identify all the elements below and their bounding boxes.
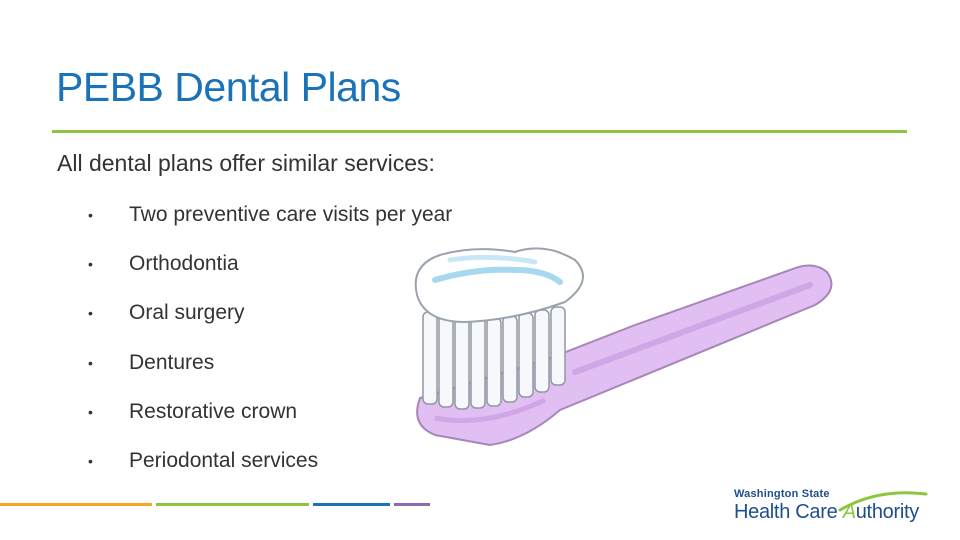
list-item: • Periodontal services [88,446,452,495]
bullet-icon: • [88,354,93,371]
list-item-text: Periodontal services [129,448,319,472]
toothbrush-image [414,247,833,447]
bullet-icon: • [88,305,93,322]
list-item-text: Two preventive care visits per year [129,203,453,226]
footer-bar-purple [394,503,430,506]
list-item-text: Dentures [129,350,215,374]
logo-text-prefix: Health Care [734,501,843,523]
title-underline [52,130,907,133]
logo-text-suffix: uthority [855,501,919,523]
bullet-icon: • [88,207,93,223]
footer-bar-blue [313,503,390,506]
bullet-icon: • [88,452,93,469]
list-item-text: Orthodontia [129,252,239,276]
list-item: • Orthodontia [88,249,452,298]
logo-line-health-care-authority: Health Care Authority [734,501,919,524]
list-item-text: Oral surgery [129,301,245,325]
list-item: • Oral surgery [88,298,452,347]
footer-color-bars [0,503,440,507]
footer-bar-green [156,503,309,506]
list-item: • Dentures [88,348,452,397]
footer-bar-orange [0,503,152,506]
logo-line-washington-state: Washington State [734,488,830,500]
bullet-icon: • [88,403,93,420]
list-item: • Restorative crown [88,397,452,446]
slide-title: PEBB Dental Plans [56,64,401,110]
services-list: • Two preventive care visits per year • … [88,200,452,495]
bullet-icon: • [88,256,93,273]
hca-logo: Washington State Health Care Authority [734,488,934,528]
intro-text: All dental plans offer similar services: [57,150,435,176]
logo-swoosh-icon [838,491,928,512]
list-item-text: Restorative crown [129,399,298,423]
list-item: • Two preventive care visits per year [88,200,452,249]
